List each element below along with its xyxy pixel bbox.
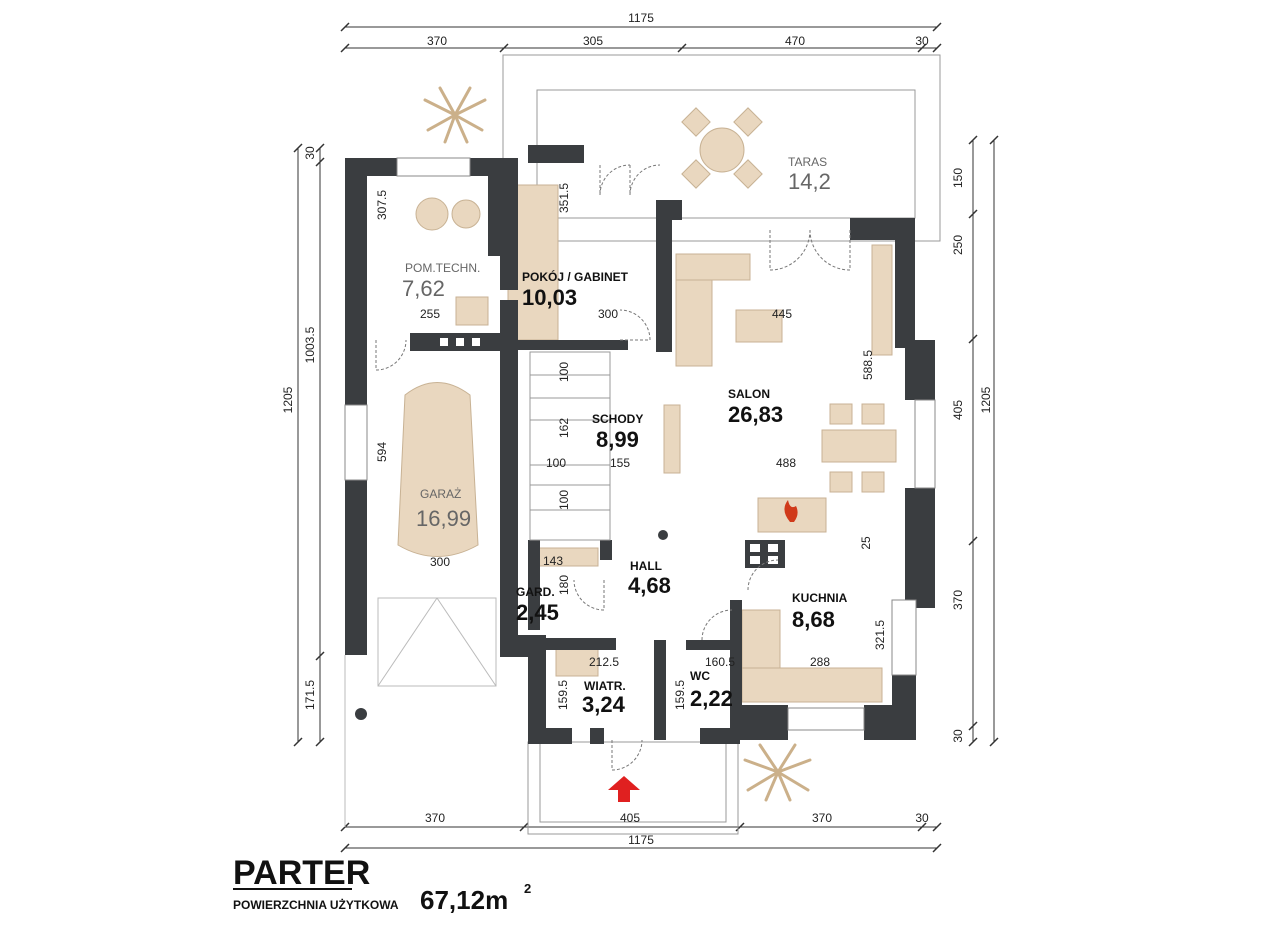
wc-label: WC bbox=[690, 669, 710, 683]
column-icon bbox=[658, 530, 668, 540]
post-icon bbox=[355, 708, 367, 720]
dim-bottom-a: 370 bbox=[425, 811, 445, 825]
wiatr-area: 3,24 bbox=[582, 692, 626, 717]
taras-area: 14,2 bbox=[788, 169, 831, 194]
fire-icon bbox=[784, 500, 798, 522]
dim-schody-c: 100 bbox=[546, 456, 566, 470]
dim-bottom-total: 1175 bbox=[628, 833, 654, 847]
dim-schody-w: 155 bbox=[610, 456, 630, 470]
dim-left-a: 30 bbox=[303, 146, 317, 160]
dim-kuchnia-w: 288 bbox=[810, 655, 830, 669]
walls bbox=[345, 145, 935, 744]
dim-right-total: 1205 bbox=[979, 386, 993, 413]
total-area: 67,12m bbox=[420, 885, 508, 915]
schody-label: SCHODY bbox=[592, 412, 643, 426]
salon-label: SALON bbox=[728, 387, 770, 401]
pokoj-label: POKÓJ / GABINET bbox=[522, 269, 629, 284]
dim-top-c: 470 bbox=[785, 34, 805, 48]
dim-pokoj-w: 300 bbox=[598, 307, 618, 321]
dimension-lines bbox=[293, 22, 999, 853]
windows bbox=[344, 157, 936, 731]
dim-pokoj-h: 351.5 bbox=[557, 183, 571, 213]
dim-pt-w: 255 bbox=[420, 307, 440, 321]
room-labels: TARAS 14,2 POM.TECHN. 7,62 POKÓJ / GABIN… bbox=[402, 155, 848, 717]
plant-icon bbox=[743, 743, 812, 802]
vent-blocks bbox=[440, 338, 480, 346]
dim-kuchnia-a: 25 bbox=[859, 536, 873, 550]
kuchnia-area: 8,68 bbox=[792, 607, 835, 632]
pom-techn-label: POM.TECHN. bbox=[405, 261, 480, 275]
dim-schody-a: 100 bbox=[557, 362, 571, 382]
driveway bbox=[344, 597, 497, 827]
dim-bottom-c: 370 bbox=[812, 811, 832, 825]
dim-salon-h: 588.5 bbox=[861, 350, 875, 380]
entrance-arrow-icon bbox=[608, 776, 640, 802]
dim-salon-w2: 488 bbox=[776, 456, 796, 470]
entrance-platform bbox=[527, 741, 739, 835]
dim-right-e: 30 bbox=[951, 729, 965, 743]
dim-right-d: 370 bbox=[951, 590, 965, 610]
hob bbox=[745, 540, 785, 568]
dim-left-b: 1003.5 bbox=[303, 326, 317, 363]
dim-wc-w: 160.5 bbox=[705, 655, 735, 669]
gard-label: GARD. bbox=[516, 585, 555, 599]
dim-right-c: 405 bbox=[951, 400, 965, 420]
total-area-unit-sup: 2 bbox=[524, 881, 531, 896]
gard-area: 2,45 bbox=[516, 600, 559, 625]
dim-salon-w: 445 bbox=[772, 307, 792, 321]
wiatr-label: WIATR. bbox=[584, 679, 626, 693]
salon-area: 26,83 bbox=[728, 402, 783, 427]
dim-bottom-b: 405 bbox=[620, 811, 640, 825]
dim-wiatr-w: 212.5 bbox=[589, 655, 619, 669]
pokoj-area: 10,03 bbox=[522, 285, 577, 310]
dim-pt-h: 307.5 bbox=[375, 190, 389, 220]
dim-garaz-w: 300 bbox=[430, 555, 450, 569]
dim-top-total: 1175 bbox=[628, 11, 654, 25]
dim-right-a: 150 bbox=[951, 168, 965, 188]
door-swings bbox=[375, 164, 851, 771]
plant-icon bbox=[423, 86, 487, 144]
plan-title: PARTER bbox=[233, 854, 370, 892]
stairs bbox=[529, 351, 611, 541]
dim-top-d: 30 bbox=[915, 34, 929, 48]
dim-schody-b: 162 bbox=[557, 418, 571, 438]
dim-left-c: 171.5 bbox=[303, 680, 317, 710]
dim-schody-d: 100 bbox=[557, 490, 571, 510]
pom-techn-area: 7,62 bbox=[402, 276, 445, 301]
dim-gard-h: 180 bbox=[557, 575, 571, 595]
dim-top-a: 370 bbox=[427, 34, 447, 48]
dim-wiatr-h: 159.5 bbox=[556, 680, 570, 710]
dim-wc-h: 159.5 bbox=[673, 680, 687, 710]
hall-label: HALL bbox=[630, 559, 662, 573]
taras-label: TARAS bbox=[788, 155, 827, 169]
dim-top-b: 305 bbox=[583, 34, 603, 48]
dim-right-b: 250 bbox=[951, 235, 965, 255]
schody-area: 8,99 bbox=[596, 427, 639, 452]
wc-area: 2,22 bbox=[690, 686, 733, 711]
hall-area: 4,68 bbox=[628, 573, 671, 598]
title-block: PARTER POWIERZCHNIA UŻYTKOWA 67,12m 2 bbox=[233, 854, 531, 915]
plan-subtitle: POWIERZCHNIA UŻYTKOWA bbox=[233, 897, 399, 912]
dim-kuchnia-h: 321.5 bbox=[873, 620, 887, 650]
garaz-area: 16,99 bbox=[416, 506, 471, 531]
dim-bottom-d: 30 bbox=[915, 811, 929, 825]
dimension-texts: 1175 370 305 470 30 370 405 370 30 1175 … bbox=[281, 11, 993, 847]
dim-gard-w: 143 bbox=[543, 554, 563, 568]
kuchnia-label: KUCHNIA bbox=[792, 591, 848, 605]
dim-left-total: 1205 bbox=[281, 386, 295, 413]
garaz-label: GARAŻ bbox=[420, 487, 461, 501]
dim-garaz-h: 594 bbox=[375, 442, 389, 462]
